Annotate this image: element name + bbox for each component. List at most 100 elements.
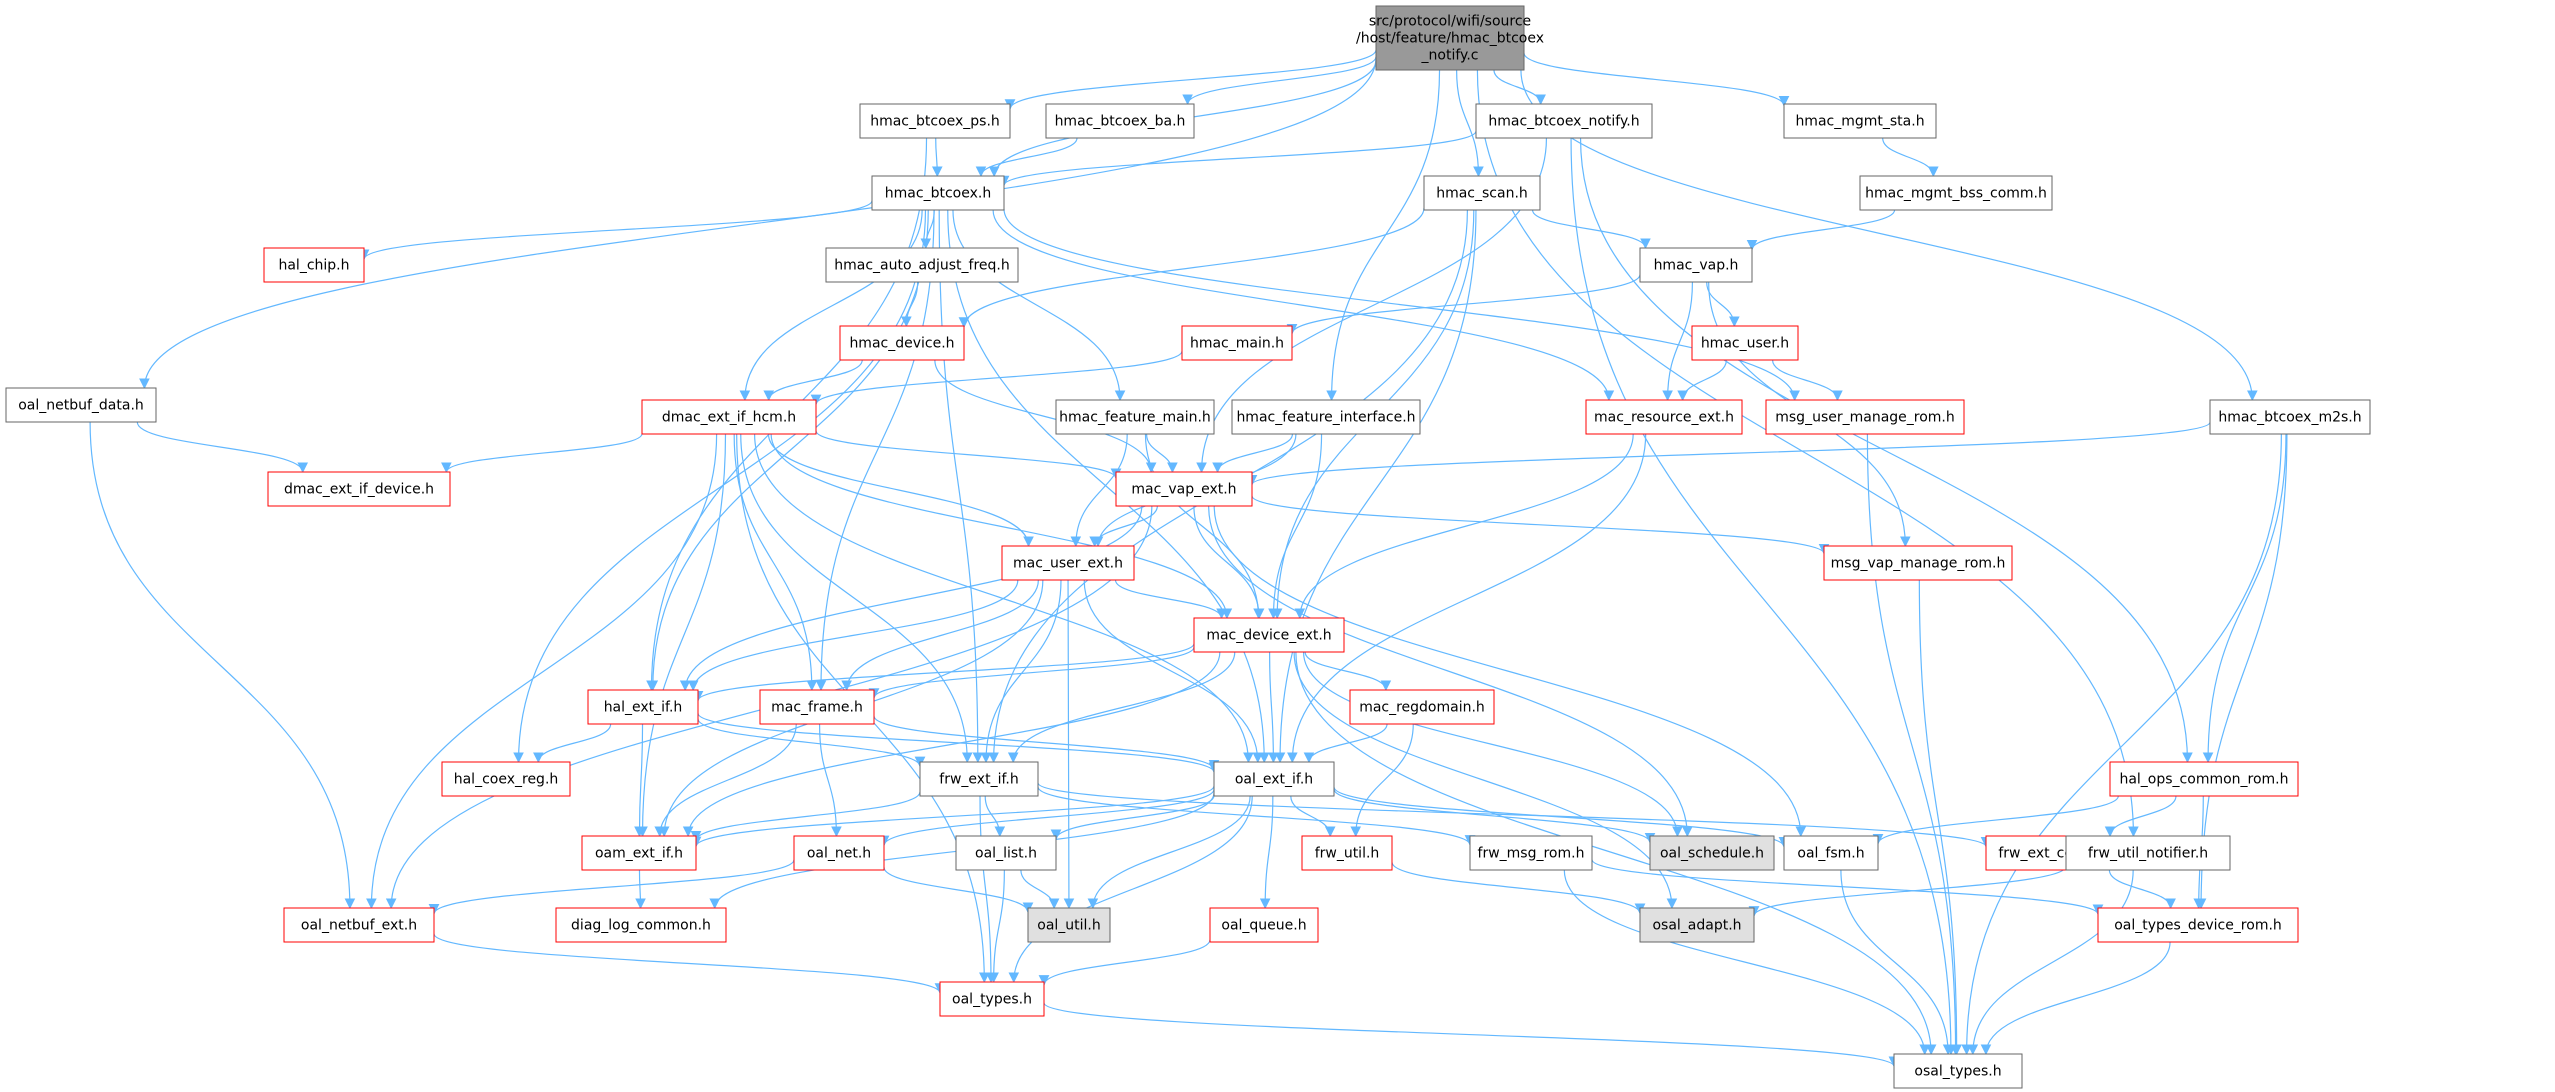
node-osal-adapt[interactable]: osal_adapt.h	[1639, 907, 1755, 943]
node-hal-ext-if[interactable]: hal_ext_if.h	[587, 689, 699, 725]
node-hmac-user[interactable]: hmac_user.h	[1691, 325, 1799, 361]
node-hmac-btcoex-m2s[interactable]: hmac_btcoex_m2s.h	[2209, 399, 2371, 435]
node-box	[759, 689, 875, 725]
node-hmac-btcoex[interactable]: hmac_btcoex.h	[871, 175, 1005, 211]
node-oal-util[interactable]: oal_util.h	[1027, 907, 1111, 943]
node-label: oam_ext_if.h	[595, 846, 683, 862]
node-label: dmac_ext_if_device.h	[284, 482, 434, 498]
node-msg-user-manage-rom[interactable]: msg_user_manage_rom.h	[1765, 399, 1965, 435]
node-label: oal_schedule.h	[1660, 846, 1764, 862]
edge-mac_regdomain-to-frw_util	[1350, 723, 1414, 838]
edge-dmac_ext_if_hcm-to-oal_netbuf_ext	[365, 433, 718, 910]
node-label: hmac_vap.h	[1654, 258, 1739, 274]
node-oal-fsm[interactable]: oal_fsm.h	[1783, 835, 1879, 871]
node-box	[1475, 103, 1653, 139]
node-box	[1893, 1053, 2023, 1089]
node-hmac-feature-main[interactable]: hmac_feature_main.h	[1055, 399, 1215, 435]
node-mac-device-ext[interactable]: mac_device_ext.h	[1193, 617, 1345, 653]
node-box	[1301, 835, 1393, 871]
node-oal-ext-if[interactable]: oal_ext_if.h	[1213, 761, 1335, 797]
node-hmac-mgmt-sta[interactable]: hmac_mgmt_sta.h	[1783, 103, 1937, 139]
edge-hmac_mgmt_bss_comm-to-hmac_vap	[1746, 209, 1896, 251]
node-oal-net[interactable]: oal_net.h	[793, 835, 885, 871]
node-box	[1193, 617, 1345, 653]
edge-hal_ext_if-to-frw_ext_if	[697, 718, 926, 768]
edge-oal_list-to-oal_types	[988, 869, 1005, 984]
edge-mac_user_ext-to-frw_ext_if	[980, 579, 1062, 764]
node-label: _notify.c	[1421, 48, 1479, 64]
node-box	[919, 761, 1039, 797]
node-hmac-mgmt-bss-comm[interactable]: hmac_mgmt_bss_comm.h	[1859, 175, 2053, 211]
node-box	[5, 387, 157, 423]
node-oal-types[interactable]: oal_types.h	[939, 981, 1045, 1017]
node-box	[1375, 5, 1525, 71]
node-oal-netbuf-ext[interactable]: oal_netbuf_ext.h	[283, 907, 435, 943]
node-mac-resource-ext[interactable]: mac_resource_ext.h	[1585, 399, 1743, 435]
edge-frw_ext_if-to-oal_list	[984, 795, 1006, 838]
edge-mac_vap_ext-to-mac_user_ext	[1089, 505, 1158, 548]
node-hmac-device[interactable]: hmac_device.h	[839, 325, 965, 361]
edge-oal_netbuf_data-to-oal_netbuf_ext	[89, 421, 356, 910]
node-frw-util[interactable]: frw_util.h	[1301, 835, 1393, 871]
node-mac-frame[interactable]: mac_frame.h	[759, 689, 875, 725]
edge-hmac_vap-to-hmac_user	[1706, 281, 1740, 328]
node-hal-ops-common-rom[interactable]: hal_ops_common_rom.h	[2109, 761, 2299, 797]
node-dmac-ext-if-hcm[interactable]: dmac_ext_if_hcm.h	[641, 399, 817, 435]
edge-mac_device_ext-to-mac_regdomain	[1304, 651, 1392, 692]
node-label: oal_netbuf_data.h	[18, 398, 144, 414]
node-hmac-btcoex-notify[interactable]: hmac_btcoex_notify.h	[1475, 103, 1653, 139]
edge-oam_ext_if-to-diag_log_common	[635, 869, 646, 910]
edge-mac_frame-to-oal_ext_if	[873, 715, 1220, 771]
edge-hal_ext_if-to-hal_coex_reg	[532, 723, 612, 764]
node-frw-util-notifier[interactable]: frw_util_notifier.h	[2065, 835, 2231, 871]
node-oal-types-device-rom[interactable]: oal_types_device_rom.h	[2097, 907, 2299, 943]
node-label: hmac_btcoex.h	[885, 186, 991, 202]
node-diag-log-common[interactable]: diag_log_common.h	[555, 907, 727, 943]
node-hmac-auto-adjust-freq[interactable]: hmac_auto_adjust_freq.h	[825, 247, 1019, 283]
node-mac-vap-ext[interactable]: mac_vap_ext.h	[1115, 471, 1253, 507]
edge-hmac_btcoex_ba-to-hmac_btcoex	[975, 137, 1078, 178]
node-frw-ext-if[interactable]: frw_ext_if.h	[919, 761, 1039, 797]
node-box	[1209, 907, 1319, 943]
edge-oal_net-to-oal_util	[883, 866, 1034, 914]
node-oal-schedule[interactable]: oal_schedule.h	[1649, 835, 1775, 871]
edge-mac_resource_ext-to-oal_ext_if	[1286, 433, 1647, 764]
node-hmac-feature-interface[interactable]: hmac_feature_interface.h	[1231, 399, 1421, 435]
node-label: osal_adapt.h	[1652, 918, 1741, 934]
node-label: diag_log_common.h	[571, 918, 711, 934]
edge-oal_types-to-osal_types	[1043, 1002, 1900, 1068]
node-mac-regdomain[interactable]: mac_regdomain.h	[1349, 689, 1495, 725]
node-box	[1115, 471, 1253, 507]
edge-frw_ext_if-to-oal_types	[979, 795, 997, 984]
node-root[interactable]: src/protocol/wifi/source/host/feature/hm…	[1356, 5, 1544, 71]
edge-mac_device_ext-to-frw_ext_if	[1007, 651, 1236, 764]
node-osal-types[interactable]: osal_types.h	[1893, 1053, 2023, 1089]
edge-mac_resource_ext-to-mac_device_ext	[1294, 433, 1634, 620]
node-label: hmac_feature_main.h	[1059, 410, 1211, 426]
edge-hmac_scan-to-hmac_vap	[1531, 209, 1651, 250]
node-label: src/protocol/wifi/source	[1369, 14, 1531, 30]
node-oal-netbuf-data[interactable]: oal_netbuf_data.h	[5, 387, 157, 423]
node-mac-user-ext[interactable]: mac_user_ext.h	[1001, 545, 1135, 581]
node-hmac-scan[interactable]: hmac_scan.h	[1423, 175, 1541, 211]
node-frw-msg-rom[interactable]: frw_msg_rom.h	[1469, 835, 1593, 871]
node-hmac-btcoex-ps[interactable]: hmac_btcoex_ps.h	[859, 103, 1011, 139]
node-box	[1469, 835, 1593, 871]
node-hmac-vap[interactable]: hmac_vap.h	[1639, 247, 1753, 283]
node-oam-ext-if[interactable]: oam_ext_if.h	[581, 835, 697, 871]
node-hal-chip[interactable]: hal_chip.h	[263, 247, 365, 283]
node-hal-coex-reg[interactable]: hal_coex_reg.h	[441, 761, 571, 797]
node-box	[955, 835, 1057, 871]
node-dmac-ext-if-device[interactable]: dmac_ext_if_device.h	[267, 471, 451, 507]
node-hmac-btcoex-ba[interactable]: hmac_btcoex_ba.h	[1045, 103, 1195, 139]
edge-oal_netbuf_ext-to-oal_types	[433, 933, 946, 995]
node-box	[587, 689, 699, 725]
edge-hmac_btcoex-to-dmac_ext_if_hcm	[739, 209, 923, 402]
edge-mac_device_ext-to-oal_schedule	[1302, 651, 1683, 838]
edge-hmac_btcoex-to-hal_coex_reg	[513, 209, 927, 764]
node-oal-queue[interactable]: oal_queue.h	[1209, 907, 1319, 943]
edge-frw_util_notifier-to-osal_adapt	[1748, 865, 2067, 917]
node-hmac-main[interactable]: hmac_main.h	[1181, 325, 1293, 361]
node-msg-vap-manage-rom[interactable]: msg_vap_manage_rom.h	[1823, 545, 2013, 581]
node-oal-list[interactable]: oal_list.h	[955, 835, 1057, 871]
